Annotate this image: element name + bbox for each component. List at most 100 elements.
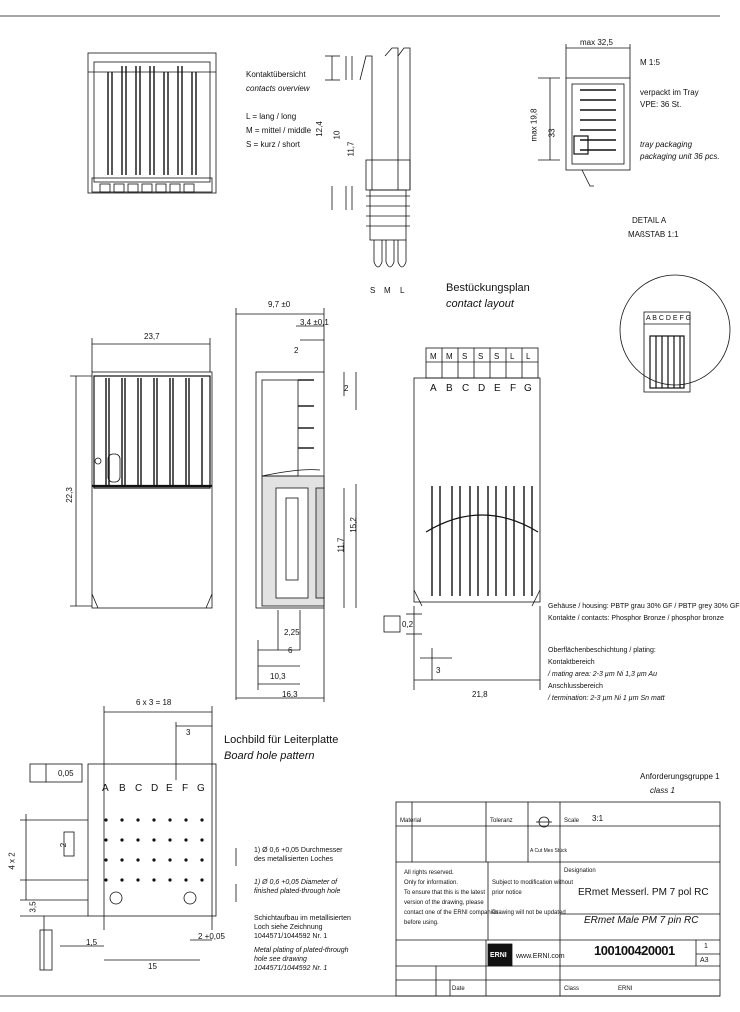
materials-line-6: Anschlussbereich [548,683,603,690]
detail-a-title: DETAIL A [632,216,667,225]
title-block [395,801,721,997]
layout-len-5: S [494,352,500,361]
layout-dim-3: 3 [436,666,441,675]
materials-line-7: / termination: 2-3 µm Ni 1 µm Sn matt [548,695,665,702]
side-length-s: S [370,286,376,295]
materials-line-3: Oberflächenbeschichtung / plating: [548,647,656,654]
tb-name-en: ERmet Male PM 7 pin RC [584,915,699,926]
contacts-overview-view [87,52,217,194]
board-hole-dim-3: 3 [186,728,191,737]
tb-rights-5: contact one of the ERNI companies [404,910,499,916]
layout-len-7: L [526,352,531,361]
tray-de-2: VPE: 36 St. [640,100,682,109]
contacts-legend-short: S = kurz / short [246,140,301,149]
section-dim-1: 9,7 ±0 [268,300,291,309]
board-row-g: G [197,783,205,794]
contacts-legend-middle: M = mittel / middle [246,126,312,135]
note-2-en: Metal plating of plated-through hole see… [254,947,349,972]
tb-tolerance-label: Toleranz [490,818,513,824]
tb-rights-1: All rights reserved. [404,870,454,876]
section-dim-6: 11,7 [336,537,346,553]
side-length-l: L [400,286,405,295]
contacts-overview-title-en: contacts overview [246,84,310,93]
front-height-dim: 22,3 [64,487,74,503]
section-dim-4: 2 [344,384,349,393]
tb-rights-3: To ensure that this is the latest [404,890,486,896]
tray-dim-max: max 19,8 [529,108,539,142]
contacts-legend-long: L = lang / long [246,112,297,121]
materials-line-1: Gehäuse / housing: PBTP grau 30% GF / PB… [548,603,740,610]
side-view-contacts [325,47,411,268]
side-dim-2: 10 [332,130,342,140]
note-1-de: 1) Ø 0,6 +0,05 Durchmesser des metallisi… [254,847,343,863]
board-bottom-dim-3: 2 +0,05 [198,932,225,941]
tray-en-2: packaging unit 36 pcs. [640,152,720,161]
note-2-de: Schichtaufbau im metallisierten Loch sie… [254,915,351,940]
tb-rev: A3 [700,957,709,964]
section-dim-9: 10,3 [270,672,286,681]
layout-row-e: E [494,383,501,394]
layout-len-4: S [478,352,484,361]
tb-rights-6: before using. [404,920,439,926]
detail-a-scale: MAßSTAB 1:1 [628,230,679,239]
side-length-m: M [384,286,391,295]
board-hole-top-dim: 6 x 3 = 18 [136,698,172,707]
tb-class-label: Class [564,986,580,992]
layout-width-dim: 21,8 [472,690,488,699]
board-row-b: B [119,783,126,794]
erni-logo: ERNI [490,952,507,959]
class-en: class 1 [650,786,675,795]
tray-scale: M 1:5 [640,58,661,67]
front-view [70,338,213,609]
board-left-dim-2: 2 [59,842,69,848]
tb-subject-1: Subject to modification without [492,880,574,886]
detail-a-circle [619,274,731,393]
materials-line-4: Kontaktbereich [548,659,595,666]
board-row-c: C [135,783,143,794]
layout-len-1: M [430,352,437,361]
front-width-dim: 23,7 [144,332,160,341]
board-row-f: F [182,783,189,794]
board-bottom-dim-2: 15 [148,962,157,971]
section-dim-8: 6 [288,646,293,655]
board-row-a: A [102,783,109,794]
board-bottom-dim-1: 1,5 [86,938,98,947]
tray-en-1: tray packaging [640,140,693,149]
tb-designation-label: Designation [564,868,596,874]
board-hole-pattern-view [20,706,237,971]
tb-projection: A Cut Mes Stück [530,848,567,854]
layout-len-6: L [510,352,515,361]
materials-line-5: / mating area: 2-3 µm Ni 1,3 µm Au [548,671,657,678]
tray-max-dim: max 32,5 [580,38,613,47]
layout-row-b: B [446,383,453,394]
layout-row-a: A [430,383,437,394]
detail-a-letters: A B C D E F G [646,315,692,322]
tb-part-number: 100100420001 [594,943,675,958]
layout-row-c: C [462,383,470,394]
board-left-dim-3: 3,5 [28,901,38,913]
tb-scale-value: 3:1 [592,814,604,823]
drawing-canvas [0,15,731,997]
tb-subject-3: Drawing will not be updated [492,910,566,916]
contact-layout-view [383,347,541,690]
layout-tol: 0,2 [402,620,414,629]
board-hole-title-en: Board hole pattern [224,750,315,762]
board-hole-tol: 0,05 [58,769,74,778]
section-dim-3: 2 [294,346,299,355]
layout-row-g: G [524,383,532,394]
board-row-d: D [151,783,159,794]
tb-class-value: ERNI [618,986,633,992]
layout-len-3: S [462,352,468,361]
section-dim-10: 16,3 [282,690,298,699]
tb-rights-2: Only for information. [404,880,459,886]
side-dim-1: 12,4 [314,121,324,137]
contacts-overview-title-de: Kontaktübersicht [246,70,306,79]
tb-material-label: Material [400,818,422,824]
tb-rights-4: version of the drawing, please [404,900,484,906]
tb-date-label: Date [452,986,465,992]
layout-title-en: contact layout [446,298,514,310]
tray-dim-33: 33 [547,128,557,138]
materials-line-2: Kontakte / contacts: Phosphor Bronze / p… [548,615,724,622]
layout-row-d: D [478,383,486,394]
layout-row-f: F [510,383,517,394]
